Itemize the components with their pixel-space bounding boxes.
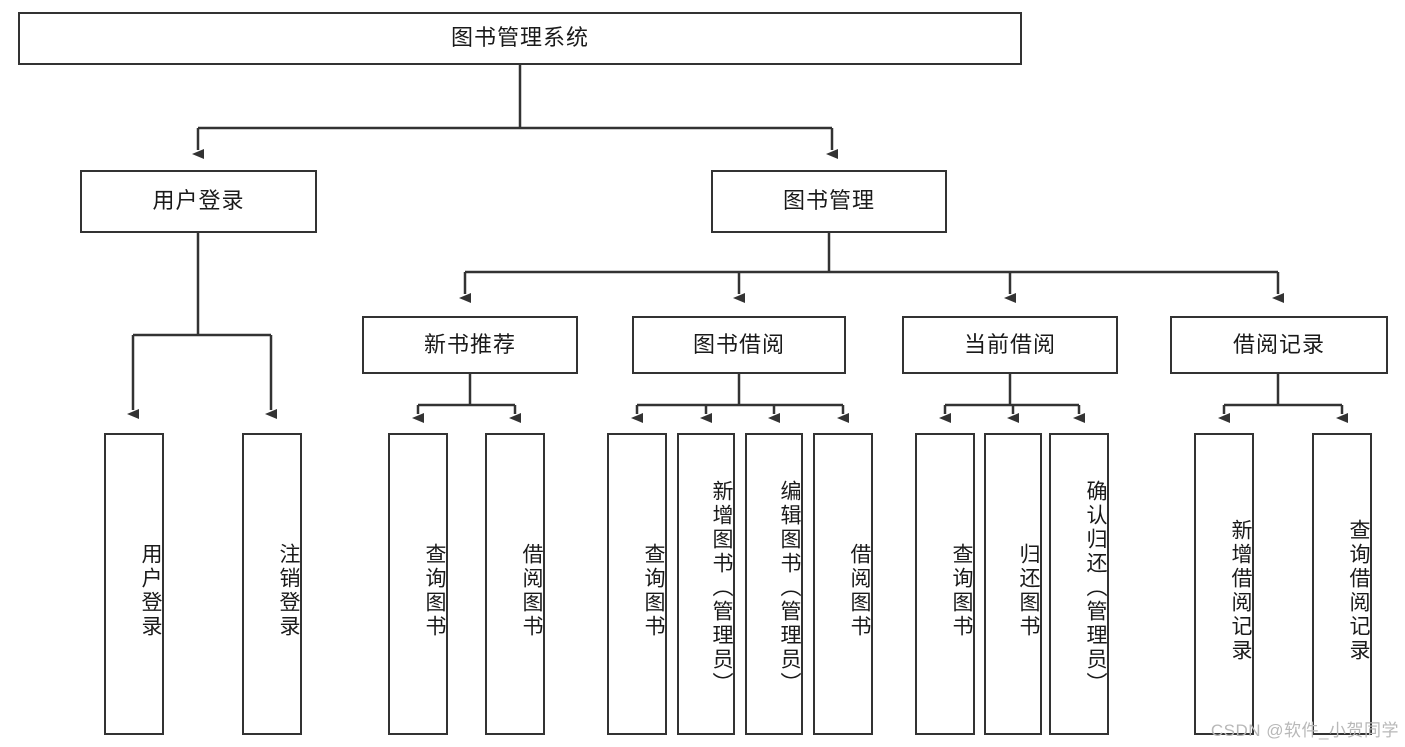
node-leaf-confirm-return-admin[interactable]: 确认归还（管理员） [1049, 433, 1109, 735]
node-borrow-record[interactable]: 借阅记录 [1170, 316, 1388, 374]
node-label: 查询借阅记录 [1347, 519, 1370, 663]
node-label: 用户登录 [152, 188, 245, 214]
node-label: 图书管理 [782, 188, 875, 214]
node-current-borrow[interactable]: 当前借阅 [902, 316, 1118, 374]
node-book-borrow[interactable]: 图书借阅 [632, 316, 846, 374]
node-new-book-recommend[interactable]: 新书推荐 [362, 316, 578, 374]
node-label: 借阅记录 [1232, 331, 1325, 357]
node-label: 新增借阅记录 [1229, 519, 1252, 663]
node-label: 借阅图书 [520, 543, 543, 639]
node-label: 查询图书 [950, 543, 973, 639]
node-root-book-management-system[interactable]: 图书管理系统 [18, 12, 1022, 65]
node-label: 用户登录 [139, 543, 162, 639]
node-leaf-user-login[interactable]: 用户登录 [104, 433, 164, 735]
node-leaf-borrow-book-recommend[interactable]: 借阅图书 [485, 433, 545, 735]
node-leaf-borrow-book[interactable]: 借阅图书 [813, 433, 873, 735]
csdn-watermark: CSDN @软件_小贺同学 [1210, 721, 1399, 740]
node-leaf-query-borrow-record[interactable]: 查询借阅记录 [1312, 433, 1372, 735]
node-leaf-return-book[interactable]: 归还图书 [984, 433, 1042, 735]
node-label: 编辑图书（管理员） [778, 480, 801, 696]
node-book-management[interactable]: 图书管理 [711, 170, 947, 233]
node-label: 查询图书 [642, 543, 665, 639]
node-leaf-add-book-admin[interactable]: 新增图书（管理员） [677, 433, 735, 735]
node-label: 新增图书（管理员） [710, 480, 733, 696]
node-label: 当前借阅 [963, 331, 1056, 357]
node-label: 借阅图书 [848, 543, 871, 639]
node-label: 注销登录 [277, 543, 300, 639]
node-label: 新书推荐 [423, 331, 516, 357]
node-leaf-edit-book-admin[interactable]: 编辑图书（管理员） [745, 433, 803, 735]
node-label: 确认归还（管理员） [1084, 480, 1107, 696]
node-label: 图书管理系统 [450, 25, 589, 51]
node-leaf-logout[interactable]: 注销登录 [242, 433, 302, 735]
node-leaf-query-book-recommend[interactable]: 查询图书 [388, 433, 448, 735]
node-leaf-query-book-borrow[interactable]: 查询图书 [607, 433, 667, 735]
node-leaf-query-book-current[interactable]: 查询图书 [915, 433, 975, 735]
node-label: 归还图书 [1017, 543, 1040, 639]
node-label: 图书借阅 [692, 331, 785, 357]
node-user-login[interactable]: 用户登录 [80, 170, 317, 233]
node-leaf-add-borrow-record[interactable]: 新增借阅记录 [1194, 433, 1254, 735]
node-label: 查询图书 [423, 543, 446, 639]
